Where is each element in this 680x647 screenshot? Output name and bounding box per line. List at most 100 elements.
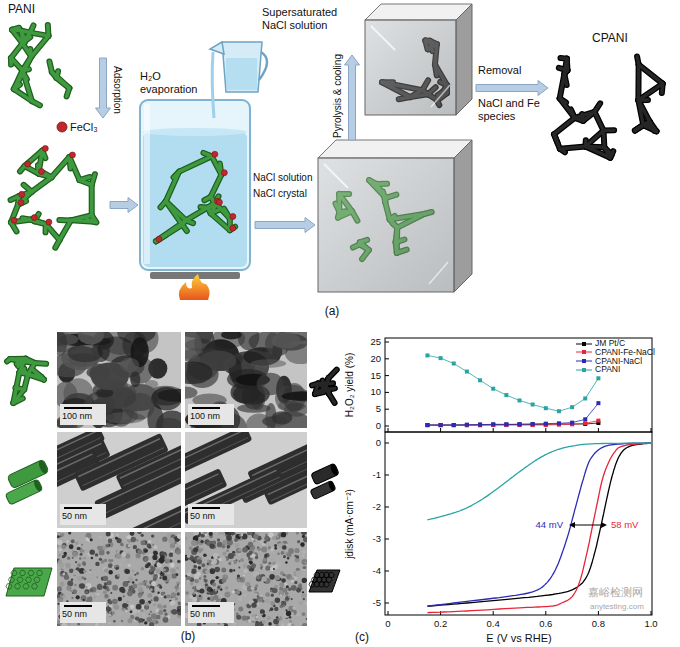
drawing-part	[180, 466, 284, 525]
drawing-part	[32, 177, 52, 191]
drawing-part	[294, 535, 296, 537]
drawing-part	[164, 616, 166, 618]
drawing-part	[79, 583, 85, 589]
drawing-part	[57, 535, 60, 538]
fe-ion	[212, 151, 218, 157]
drawing-part	[71, 539, 75, 543]
drawing-part	[89, 569, 91, 571]
drawing-part	[454, 140, 472, 292]
nanotube-icon	[5, 479, 43, 505]
drawing-part	[198, 548, 202, 552]
drawing-part	[221, 330, 242, 339]
axis-label: 5	[376, 404, 381, 415]
drawing-part	[30, 25, 33, 32]
drawing-part	[43, 173, 51, 178]
drawing-part	[265, 599, 270, 604]
drawing-part	[274, 607, 278, 611]
drawing-part	[318, 158, 454, 292]
drawing-part	[203, 553, 207, 557]
drawing-part	[114, 604, 119, 609]
drawing-part	[151, 566, 156, 571]
drawing-part	[127, 618, 132, 623]
drawing-part	[92, 174, 95, 185]
drawing-part	[289, 620, 292, 623]
axis-label: 1.0	[644, 619, 657, 630]
drawing-part	[242, 615, 247, 620]
drawing-part	[87, 219, 94, 221]
drawing-part	[71, 220, 94, 221]
tem-image	[143, 425, 339, 528]
drawing-part	[153, 550, 158, 555]
drawing-part	[231, 561, 234, 564]
lsv-curve	[427, 443, 651, 606]
drawing-part	[205, 533, 208, 536]
drawing-part	[72, 551, 77, 556]
drawing-part	[161, 592, 165, 596]
drawing-part	[138, 592, 143, 597]
drawing-part	[143, 619, 145, 621]
drawing-part	[176, 550, 181, 555]
drawing-part	[108, 563, 113, 568]
data-marker	[478, 378, 482, 382]
drawing-part	[228, 553, 234, 559]
drawing-part	[285, 543, 287, 545]
drawing-part	[265, 565, 270, 570]
data-marker	[544, 422, 548, 426]
drawing-part	[163, 567, 169, 573]
drawing-part	[79, 177, 90, 180]
drawing-part	[272, 536, 277, 541]
drawing-part	[560, 146, 586, 148]
drawing-part	[108, 570, 112, 574]
fe-ion	[11, 217, 17, 223]
drawing-part	[140, 590, 142, 592]
legend-swatch	[576, 357, 592, 365]
polymer-network	[312, 370, 337, 403]
fe-ion	[221, 170, 227, 176]
drawing-part	[125, 608, 127, 610]
drawing-part	[251, 586, 255, 590]
drawing-part	[56, 624, 60, 628]
drawing-part	[160, 590, 163, 593]
drawing-part	[188, 404, 234, 425]
legend-text: CPANI	[595, 365, 620, 374]
drawing-part	[285, 596, 289, 600]
fe-ion	[230, 225, 236, 231]
drawing-part	[211, 175, 222, 197]
drawing-part	[143, 128, 247, 136]
drawing-part	[14, 70, 23, 89]
drawing-part	[97, 593, 99, 595]
drawing-part	[211, 562, 213, 564]
drawing-part	[84, 589, 89, 594]
data-marker	[425, 353, 429, 357]
drawing-part	[149, 554, 152, 557]
drawing-part	[238, 566, 240, 568]
drawing-part	[82, 561, 86, 565]
drawing-part	[30, 33, 48, 36]
tem-image	[41, 321, 198, 440]
drawing-part	[191, 568, 196, 573]
drawing-part	[176, 567, 179, 570]
drawing-part	[250, 359, 286, 368]
drawing-part	[32, 584, 38, 589]
drawing-part	[62, 555, 65, 558]
drawing-part	[226, 535, 232, 541]
drawing-part	[560, 146, 586, 148]
drawing-part	[37, 459, 49, 474]
drawing-part	[83, 599, 85, 601]
axis-label: 0	[385, 619, 390, 630]
drawing-part	[281, 578, 286, 583]
drawing-part	[154, 545, 158, 549]
drawing-part	[57, 586, 62, 591]
drawing-part	[635, 121, 649, 130]
drawing-part	[212, 52, 214, 118]
salt-crystal-block	[318, 140, 472, 292]
drawing-part	[20, 166, 25, 171]
data-marker	[518, 422, 522, 426]
axis-label: 20	[370, 353, 381, 364]
polymer-network	[156, 151, 236, 242]
drawing-part	[225, 531, 229, 535]
data-marker	[570, 421, 574, 425]
reagent-label: Supersaturated NaCl solution	[262, 6, 358, 31]
part-label: NaCl crystal	[253, 188, 307, 200]
watermark: 嘉峪检测网	[588, 586, 643, 599]
